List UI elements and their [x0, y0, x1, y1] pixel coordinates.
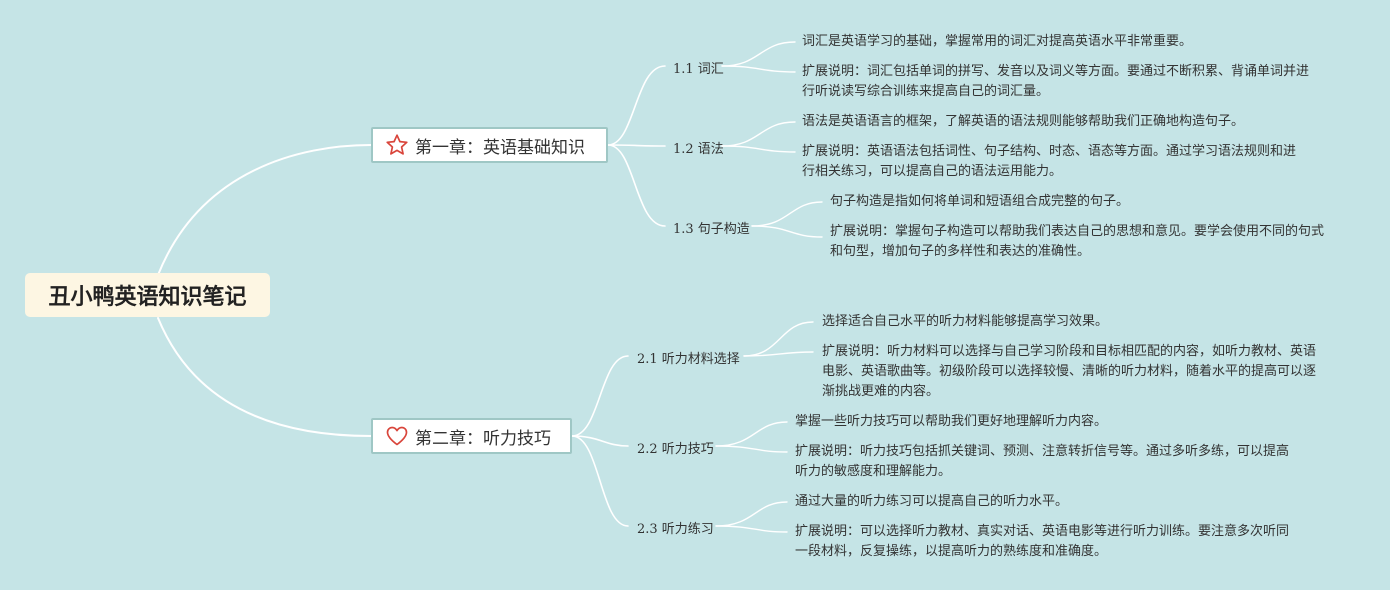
leaf-1-3-b: 扩展说明：掌握句子构造可以帮助我们表达自己的思想和意见。要学会使用不同的句式和句… [830, 224, 1325, 259]
link-ch1-sec-1 [607, 65, 666, 146]
leaf-1-1-a: 词汇是英语学习的基础，掌握常用的词汇对提高英语水平非常重要。 [802, 34, 1193, 49]
star-icon [386, 134, 408, 155]
section-1-3[interactable]: 1.3 句子构造 [673, 222, 750, 237]
leaf-2-3-a: 通过大量的听力练习可以提高自己的听力水平。 [795, 494, 1069, 509]
link-1-2-a [721, 121, 796, 147]
link-2-3-a [715, 501, 788, 527]
leaf-1-2-b: 扩展说明：英语语法包括词性、句子结构、时态、语态等方面。通过学习语法规则和进行相… [802, 144, 1297, 179]
link-2-1-b [743, 351, 814, 357]
leaf-1-3-a: 句子构造是指如何将单词和短语组合成完整的句子。 [830, 194, 1130, 209]
leaf-2-1-a: 选择适合自己水平的听力材料能够提高学习效果。 [822, 314, 1109, 329]
link-ch2-sec-1 [571, 355, 629, 437]
link-2-1-a [743, 321, 814, 357]
link-ch1-sec-2 [607, 144, 666, 147]
link-ch2-sec-2 [571, 435, 629, 447]
section-2-1[interactable]: 2.1 听力材料选择 [637, 352, 740, 367]
chapter-1[interactable]: 第一章：英语基础知识 [371, 127, 608, 163]
link-1-1-b [721, 65, 796, 73]
leaf-1-1-b: 扩展说明：词汇包括单词的拼写、发音以及词义等方面。要通过不断积累、背诵单词并进行… [802, 64, 1310, 99]
link-root-chapter-2 [157, 317, 372, 437]
leaf-1-2-a: 语法是英语语言的框架，了解英语的语法规则能够帮助我们正确地构造句子。 [802, 114, 1245, 129]
link-ch2-sec-3 [571, 435, 629, 527]
leaf-2-2-b: 扩展说明：听力技巧包括抓关键词、预测、注意转折信号等。通过多听多练，可以提高听力… [795, 444, 1290, 479]
link-root-chapter-1 [157, 144, 372, 276]
link-2-2-a [715, 421, 788, 447]
leaf-2-2-a: 掌握一些听力技巧可以帮助我们更好地理解听力内容。 [795, 414, 1108, 429]
chapter-2-title: 第二章：听力技巧 [415, 428, 551, 449]
leaf-2-1-b: 扩展说明：听力材料可以选择与自己学习阶段和目标相匹配的内容，如听力教材、英语电影… [822, 344, 1317, 399]
section-1-2[interactable]: 1.2 语法 [673, 142, 724, 157]
link-ch1-sec-3 [607, 144, 666, 227]
link-1-1-a [721, 41, 796, 67]
section-2-2[interactable]: 2.2 听力技巧 [637, 442, 714, 457]
link-1-3-b [751, 225, 823, 238]
heart-icon [386, 426, 408, 446]
section-2-3[interactable]: 2.3 听力练习 [637, 522, 714, 537]
leaf-2-3-b: 扩展说明：可以选择听力教材、真实对话、英语电影等进行听力训练。要注意多次听同一段… [795, 524, 1290, 559]
root-topic[interactable]: 丑小鸭英语知识笔记 [25, 273, 270, 317]
chapter-1-title: 第一章：英语基础知识 [415, 137, 585, 158]
link-2-2-b [715, 445, 788, 453]
chapter-2[interactable]: 第二章：听力技巧 [371, 418, 572, 454]
link-1-3-a [751, 201, 823, 227]
link-2-3-b [715, 525, 788, 533]
link-1-2-b [721, 145, 796, 153]
section-1-1[interactable]: 1.1 词汇 [673, 62, 724, 77]
root-title: 丑小鸭英语知识笔记 [48, 285, 247, 310]
